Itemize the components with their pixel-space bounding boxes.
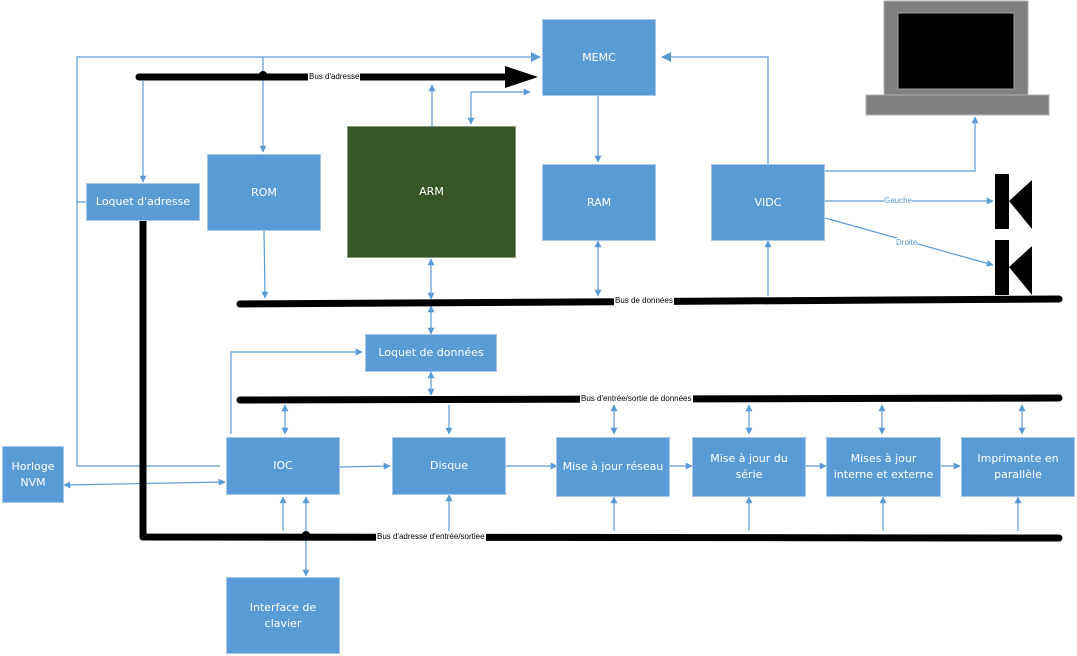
network-update-node[interactable]: Mise à jour réseau bbox=[556, 437, 670, 497]
nvm-clock-node[interactable]: Horloge NVM bbox=[2, 446, 64, 503]
memc-label: MEMC bbox=[582, 50, 616, 64]
data-bus-label: Bus de données bbox=[614, 296, 674, 306]
internal-external-update-label: Mises à jour interne et externe bbox=[833, 452, 934, 481]
rom-node[interactable]: ROM bbox=[207, 154, 321, 231]
rom-label: ROM bbox=[251, 185, 277, 199]
address-bus-junction bbox=[259, 71, 267, 79]
serial-update-label: Mise à jour du série bbox=[710, 452, 788, 481]
connector-rom-to-data-bus bbox=[261, 229, 269, 299]
io-address-bus-label: Bus d'adresse d'entrée/sortiee bbox=[376, 532, 486, 542]
arm-label: ARM bbox=[419, 185, 444, 198]
connector-ioc-to-memc bbox=[76, 52, 541, 467]
address-bus-arrowhead bbox=[505, 66, 538, 88]
connector-ioc-to-data-latch bbox=[230, 348, 363, 434]
nvm-clock-label: Horloge NVM bbox=[11, 459, 55, 489]
network-update-label: Mise à jour réseau bbox=[562, 460, 664, 473]
address-latch-node[interactable]: Loquet d'adresse bbox=[86, 183, 200, 221]
vidc-label: VIDC bbox=[754, 195, 782, 209]
address-bus-label: Bus d'adresse bbox=[308, 72, 361, 82]
io-address-bus bbox=[139, 217, 1063, 542]
parallel-printer-node[interactable]: Imprimante en parallèle bbox=[961, 437, 1075, 497]
serial-update-node[interactable]: Mise à jour du série bbox=[692, 437, 806, 497]
right-channel-label: Droite bbox=[896, 238, 918, 248]
ioc-label: IOC bbox=[273, 459, 293, 472]
arm-node[interactable]: ARM bbox=[347, 126, 516, 258]
data-latch-node[interactable]: Loquet de données bbox=[365, 334, 497, 372]
connector-vidc-to-monitor bbox=[823, 116, 979, 172]
speaker-right-icon bbox=[995, 240, 1032, 295]
ram-label: RAM bbox=[586, 195, 612, 209]
internal-external-update-node[interactable]: Mises à jour interne et externe bbox=[826, 437, 941, 497]
disk-node[interactable]: Disque bbox=[392, 437, 506, 495]
connector-ioc-to-disk bbox=[339, 462, 391, 470]
parallel-printer-label: Imprimante en parallèle bbox=[977, 452, 1059, 481]
vidc-node[interactable]: VIDC bbox=[711, 164, 825, 241]
memc-node[interactable]: MEMC bbox=[542, 19, 656, 96]
address-latch-label: Loquet d'adresse bbox=[95, 195, 191, 208]
connector-memc-to-arm bbox=[467, 88, 531, 125]
monitor-icon bbox=[865, 0, 1050, 116]
io-data-bus-label: Bus d'entrée/sortie de données bbox=[580, 394, 693, 404]
disk-label: Disque bbox=[430, 459, 468, 472]
speaker-left-icon bbox=[995, 174, 1032, 229]
io-address-bus-junction bbox=[302, 531, 310, 539]
data-latch-label: Loquet de données bbox=[378, 346, 484, 359]
keyboard-interface-node[interactable]: Interface de clavier bbox=[226, 577, 340, 654]
ram-node[interactable]: RAM bbox=[542, 164, 656, 241]
keyboard-interface-label: Interface de clavier bbox=[249, 600, 317, 630]
connector-vidc-to-memc bbox=[661, 52, 769, 164]
ioc-node[interactable]: IOC bbox=[226, 437, 340, 495]
left-channel-label: Gauche bbox=[884, 196, 913, 206]
